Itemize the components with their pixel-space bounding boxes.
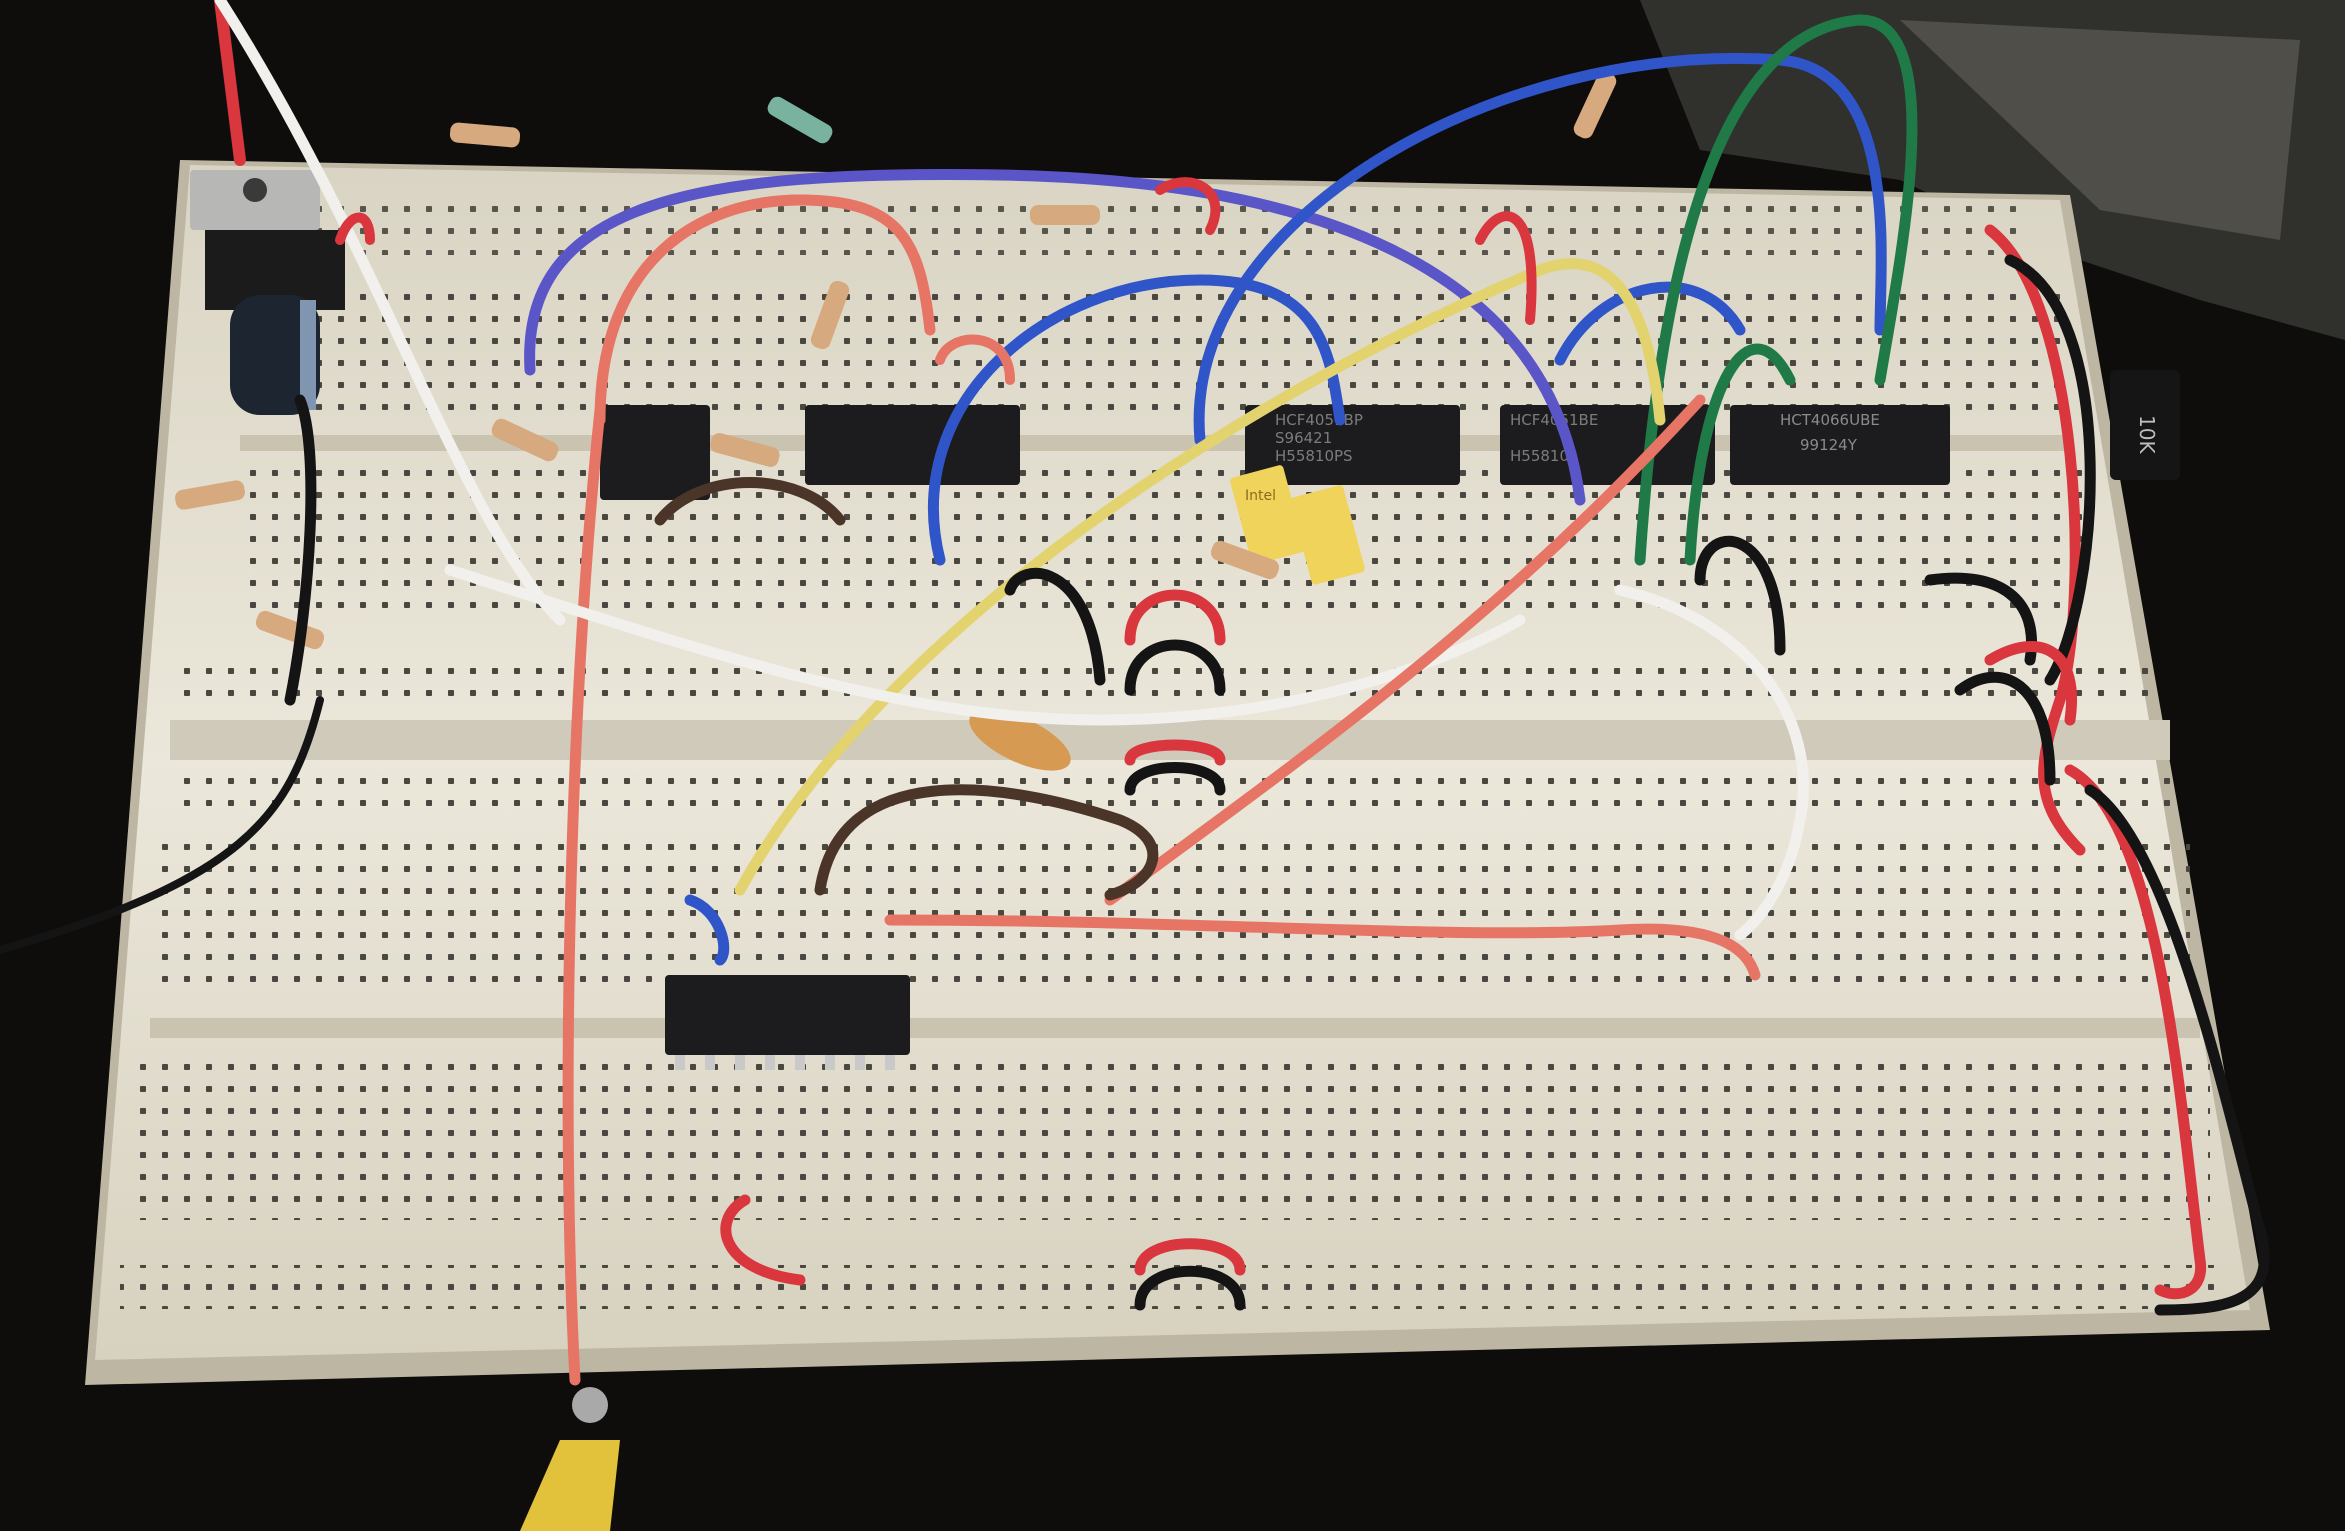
black-right-wire [2004, 254, 2096, 686]
ic-chip-1 [600, 405, 710, 500]
pink-long-wire [562, 404, 606, 1386]
blue-short [684, 894, 730, 966]
trimmer-potentiometer: 10K [2110, 370, 2180, 480]
lower-terminal-strip [140, 770, 2210, 1220]
voltage-regulator [190, 170, 345, 310]
film-capacitors: Intel [1230, 465, 1365, 585]
ic-chip-5-line-3: 99124Y [1800, 436, 1858, 454]
red-top-short-3 [1155, 177, 1221, 235]
electrolytic-capacitor [230, 295, 320, 415]
resistors [175, 71, 1617, 650]
green-arc-1 [1634, 14, 1918, 566]
black-left-wire [284, 394, 317, 706]
black-u-6 [1954, 671, 2056, 786]
alligator-clip [520, 1387, 620, 1531]
red-u-3 [1984, 641, 2077, 726]
pink-wire-lower [884, 914, 1761, 981]
red-right-long [2064, 764, 2207, 1300]
black-u-4 [1694, 535, 1786, 656]
pink-short-top [935, 334, 1015, 385]
parts-bag-highlight [1900, 20, 2300, 240]
jumper-wires [0, 0, 2270, 1386]
red-top-short-1 [335, 212, 375, 245]
blue-arc-2 [1193, 53, 1887, 446]
black-u-2 [1004, 567, 1106, 686]
ic-chip-3-line-2: S96421 [1275, 429, 1332, 447]
red-u-bottom [720, 1194, 806, 1286]
blue-arc-1 [928, 274, 1346, 566]
trimmer-label: 10K [2135, 415, 2159, 454]
black-u-3 [1124, 762, 1226, 796]
green-arc-2 [1684, 343, 1796, 566]
red-u-1 [1124, 589, 1226, 646]
red-u-bottom-2 [1134, 1238, 1246, 1276]
film-capacitor-label: Intel [1245, 488, 1276, 504]
brown-arc [814, 784, 1159, 901]
ic-chip-5-line-1: HCT4066UBE [1780, 411, 1880, 429]
top-power-rail [290, 205, 2030, 255]
brown-arc-upper [654, 477, 846, 526]
ic-chip-4-line-3: H55810 [1510, 447, 1569, 465]
ceramic-capacitor [969, 709, 1071, 771]
black-right-long [2084, 784, 2270, 1316]
purple-arc [524, 169, 1586, 506]
red-u-2 [1124, 739, 1226, 766]
yellow-wire [734, 258, 1666, 896]
white-wire-right [1614, 584, 1809, 941]
blue-arc-3 [1554, 281, 1746, 366]
ic-chip-2 [805, 405, 1020, 485]
red-top-short-2 [1475, 211, 1537, 325]
red-power-lead [214, 0, 246, 166]
white-lead-top [214, 0, 566, 626]
black-u-5 [1924, 572, 2037, 666]
black-lead-left [0, 696, 324, 954]
pink-diagonal [1104, 394, 1706, 906]
ic-chip-3-line-1: HCF4051BP [1275, 411, 1363, 429]
black-u-bottom [1134, 1265, 1246, 1311]
ic-chip-6 [665, 975, 910, 1070]
ic-chip-3-line-3: H55810PS [1275, 447, 1353, 465]
black-u-1 [1124, 639, 1226, 696]
ic-chip-5: HCT4066UBE 99124Y [1730, 405, 1950, 485]
pink-arc-top [594, 194, 936, 426]
